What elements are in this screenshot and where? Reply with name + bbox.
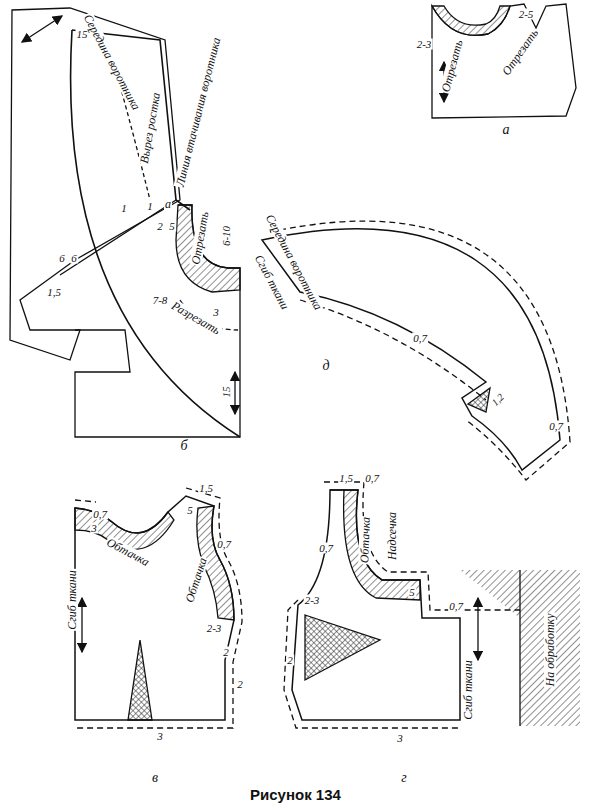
dimension-label: 1 xyxy=(146,201,154,212)
dimension-label: г xyxy=(400,771,407,785)
dimension-label: 0,7 xyxy=(548,421,564,432)
dimension-label: 3 xyxy=(90,523,98,534)
dimension-label: 6 xyxy=(70,253,78,264)
dimension-label: 2-3 xyxy=(304,595,321,606)
pattern-note: Отрезать xyxy=(499,26,541,78)
dimension-label: 15 xyxy=(221,386,232,399)
pattern-note: Разрезать xyxy=(169,299,223,337)
dimension-label: 0,7 xyxy=(216,539,232,550)
dimension-label: 5 xyxy=(168,221,176,232)
dimension-label: 2-5 xyxy=(518,9,535,20)
dimension-label: 3 xyxy=(212,307,220,318)
dimension-label: 0,7 xyxy=(448,601,464,612)
dimension-label: 0,7 xyxy=(412,333,428,344)
dimension-label: 1,5 xyxy=(198,483,214,494)
dimension-label: 2 xyxy=(156,221,164,232)
dimension-label: а xyxy=(164,198,172,210)
dimension-label: 1,5 xyxy=(46,287,62,298)
dimension-label: 2 xyxy=(236,679,244,690)
dimension-label: 1,2 xyxy=(489,391,506,408)
dimension-label: 0,7 xyxy=(364,473,380,484)
dimension-label: 1,5 xyxy=(338,473,354,484)
dimension-label: в xyxy=(151,771,159,785)
dimension-label: 3 xyxy=(396,733,404,744)
pattern-note: Середина воротника xyxy=(81,11,143,112)
dimension-label: 2-3 xyxy=(206,623,223,634)
dimension-label: 6-10 xyxy=(221,225,232,247)
pattern-note: На обработку xyxy=(544,612,556,687)
pattern-note: Надсечка xyxy=(386,511,398,561)
dimension-label: 6 xyxy=(58,253,66,264)
pattern-note: Линия втачивания воротника xyxy=(173,35,222,188)
pattern-note: Сгиб ткани xyxy=(66,569,78,631)
dimension-label: 7-8 xyxy=(152,295,169,306)
dimension-label: 5 xyxy=(186,505,194,516)
dimension-label: 5 xyxy=(408,587,416,598)
dimension-label: 0,7 xyxy=(92,509,108,520)
dimension-label: 2 xyxy=(222,647,230,658)
figure-caption: Рисунок 134 xyxy=(250,786,341,803)
dimension-label: б xyxy=(179,439,188,453)
dimension-label: 3 xyxy=(156,731,164,742)
dimension-label: а xyxy=(502,123,511,137)
pattern-note: Сгиб ткани xyxy=(462,659,474,721)
dimension-label: 1 xyxy=(120,203,128,214)
pattern-note: Обтачка xyxy=(183,555,209,605)
pattern-note: Вырез ростка xyxy=(138,91,163,166)
pattern-note: Отрезать xyxy=(439,38,465,95)
dimension-label: 2 xyxy=(286,655,294,666)
dimension-label: 2-3 xyxy=(416,39,433,50)
pattern-note: Обтачка xyxy=(358,516,372,565)
dimension-label: 15 xyxy=(76,29,89,40)
dimension-label: 0,7 xyxy=(318,543,334,554)
dimension-label: д xyxy=(321,359,330,373)
